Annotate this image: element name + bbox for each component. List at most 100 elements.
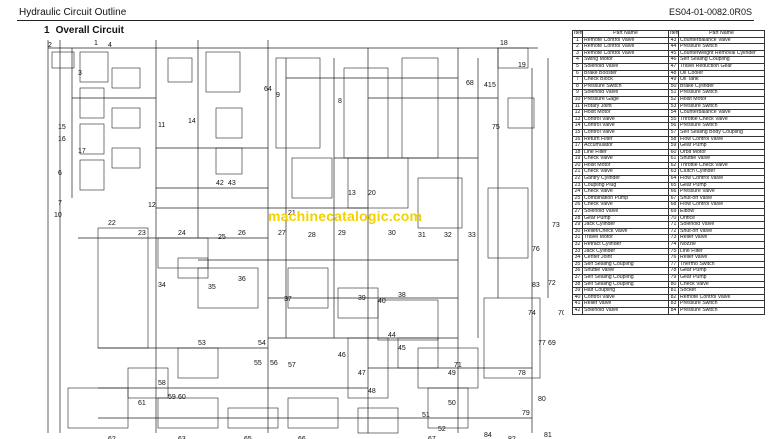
- part-name: Self Sealing Coupling: [582, 273, 669, 282]
- component-block: [497, 47, 529, 69]
- item-number: 39: [572, 287, 583, 295]
- item-number: 72: [668, 227, 679, 236]
- part-name: Combination Pump: [582, 194, 669, 203]
- component-block: [157, 397, 219, 429]
- component-block: [111, 67, 141, 89]
- part-name: Control Valve: [582, 122, 669, 130]
- item-number: 75: [668, 247, 679, 256]
- part-name: Orbit Motor: [678, 148, 765, 157]
- component-block: [157, 237, 209, 269]
- part-name: Counterweight Removal Cylinder: [678, 49, 765, 58]
- part-name: Shut-off Valve: [678, 194, 765, 203]
- component-block: [197, 267, 259, 309]
- callout-number: 67: [428, 436, 436, 439]
- part-name: Solenoid Valve: [678, 221, 765, 229]
- item-number: 74: [668, 241, 679, 249]
- callout-number: 68: [466, 80, 474, 87]
- col-header-part-name-left: Part Name: [582, 30, 669, 38]
- component-block: [287, 267, 329, 309]
- item-number: 60: [668, 148, 679, 157]
- callout-number: 28: [308, 232, 316, 239]
- callout-number: 26: [238, 230, 246, 237]
- item-number: 12: [572, 109, 583, 117]
- callout-number: 58: [158, 380, 166, 387]
- callout-number: 50: [448, 400, 456, 407]
- callout-number: 55: [254, 360, 262, 367]
- part-name: Travel Reduction Gear: [678, 62, 765, 71]
- callout-number: 10: [54, 212, 62, 219]
- part-name: Solenoid Valve: [582, 306, 669, 315]
- callout-number: 4: [108, 42, 112, 49]
- callout-number: 65: [244, 436, 252, 439]
- part-name: Self Sealing Coupling: [582, 260, 669, 269]
- callout-number: 52: [438, 426, 446, 433]
- part-name: Hoist Motor: [582, 161, 669, 170]
- part-name: Control Valve: [582, 115, 669, 124]
- item-number: 24: [572, 188, 583, 196]
- part-name: Clutch Cylinder: [678, 168, 765, 177]
- part-name: Pressure Switch: [678, 300, 765, 308]
- item-number: 6: [572, 69, 583, 78]
- component-block: [111, 147, 141, 169]
- callout-number: 79: [522, 410, 530, 417]
- component-block: [337, 287, 379, 319]
- item-number: 25: [572, 194, 583, 203]
- item-number: 57: [668, 128, 679, 137]
- callout-number: 82: [508, 436, 516, 439]
- item-number: 73: [668, 234, 679, 242]
- item-number: 42: [572, 306, 583, 315]
- part-name: Relief Valve: [678, 234, 765, 242]
- callout-number: 77: [538, 340, 546, 347]
- item-number: 49: [668, 76, 679, 84]
- callout-number: 19: [518, 62, 526, 69]
- callout-number: 27: [278, 230, 286, 237]
- callout-number: 33: [468, 232, 476, 239]
- part-name: Remote Control Valve: [582, 49, 669, 58]
- callout-number: 16: [58, 136, 66, 143]
- item-number: 5: [572, 62, 583, 71]
- callout-number: 46: [338, 352, 346, 359]
- item-number: 52: [668, 95, 679, 104]
- col-header-part-name-right: Part Name: [678, 30, 765, 38]
- component-block: [487, 187, 529, 259]
- callout-number: 14: [188, 118, 196, 125]
- callout-number: 20: [368, 190, 376, 197]
- item-number: 81: [668, 287, 679, 295]
- component-block: [483, 297, 541, 379]
- item-number: 10: [572, 95, 583, 104]
- parts-table-header-row: Item Part Name Item Part Name: [572, 30, 765, 38]
- part-name: Orifice: [678, 214, 765, 223]
- callout-number: 38: [398, 292, 406, 299]
- component-block: [347, 157, 409, 209]
- part-name: Gear Pump: [678, 142, 765, 150]
- part-name: Control Valve: [582, 128, 669, 137]
- part-name: Brake Booster: [582, 69, 669, 78]
- item-number: 61: [668, 155, 679, 163]
- document-code: ES04-01-0082.0R0S: [668, 7, 752, 17]
- callout-number: 39: [358, 295, 366, 302]
- item-number: 33: [572, 247, 583, 256]
- component-block: [401, 57, 439, 159]
- part-name: Self Sealing Body Coupling: [678, 128, 765, 137]
- section-title-text: Overall Circuit: [55, 25, 124, 36]
- item-number: 4: [572, 56, 583, 64]
- item-number: 56: [668, 122, 679, 130]
- item-number: 64: [668, 175, 679, 183]
- callout-number: 32: [444, 232, 452, 239]
